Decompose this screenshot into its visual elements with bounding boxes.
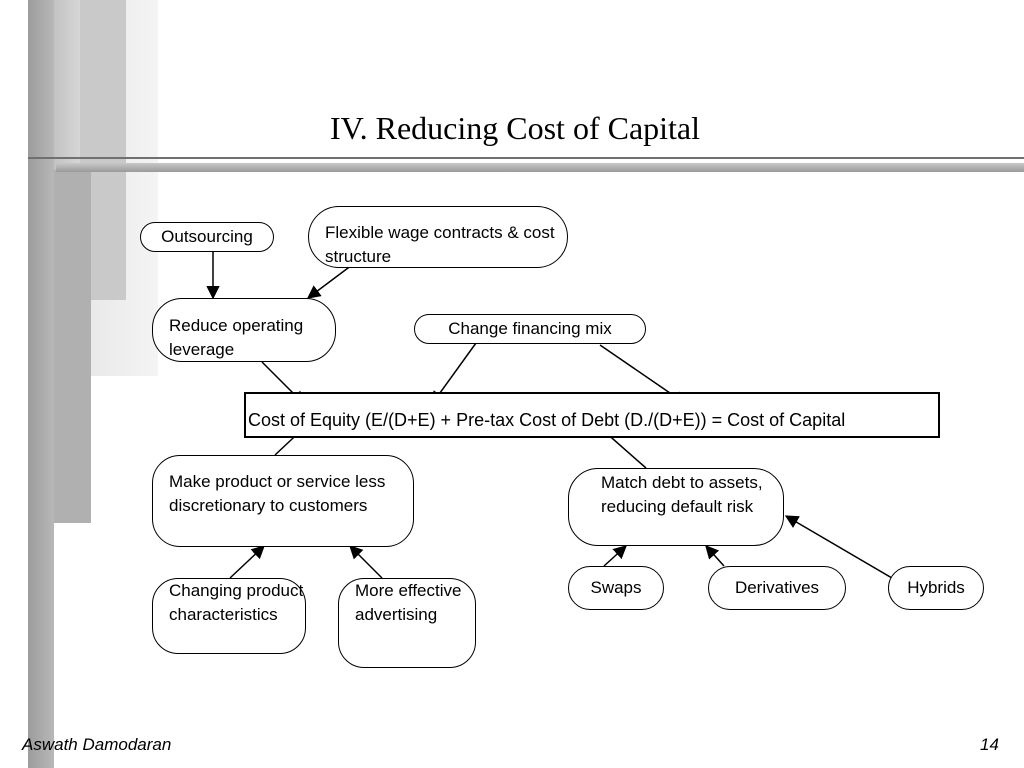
- node-outsourcing: Outsourcing: [140, 222, 274, 252]
- node-derivatives: Derivatives: [708, 566, 846, 610]
- node-change-financing-label: Change financing mix: [448, 319, 612, 338]
- node-reduce-operating-label: Reduce operating leverage: [169, 316, 304, 359]
- node-changing-product-label: Changing product characteristics: [169, 581, 304, 624]
- node-match-debt: Match debt to assets, reducing default r…: [568, 468, 784, 546]
- node-cost-formula: Cost of Equity (E/(D+E) + Pre-tax Cost o…: [244, 392, 940, 438]
- footer-page-number: 14: [980, 735, 999, 754]
- arrow-derivatives-to-match: [705, 544, 725, 567]
- node-hybrids-label: Hybrids: [907, 578, 965, 597]
- node-outsourcing-label: Outsourcing: [161, 227, 253, 246]
- node-derivatives-label: Derivatives: [734, 578, 820, 597]
- arrow-hybrids-to-match: [784, 515, 893, 579]
- node-change-financing: Change financing mix: [414, 314, 646, 344]
- node-flexible-wage-label: Flexible wage contracts & cost structure: [325, 223, 555, 266]
- node-match-debt-label: Match debt to assets, reducing default r…: [601, 473, 763, 516]
- node-cost-formula-label: Cost of Equity (E/(D+E) + Pre-tax Cost o…: [248, 410, 846, 430]
- arrow-swaps-to-match: [603, 545, 627, 567]
- page-title: IV. Reducing Cost of Capital: [329, 110, 701, 146]
- bar-dark: [28, 0, 54, 768]
- node-hybrids: Hybrids: [888, 566, 984, 610]
- arrow-changing-to-make: [229, 545, 265, 579]
- arrow-flexible-to-reduce: [306, 261, 357, 299]
- node-make-product-label: Make product or service less discretiona…: [169, 472, 386, 515]
- node-swaps: Swaps: [568, 566, 664, 610]
- node-reduce-operating: Reduce operating leverage: [152, 298, 336, 362]
- node-more-effective-label: More effective advertising: [355, 581, 462, 624]
- node-changing-product: Changing product characteristics: [152, 578, 306, 654]
- node-flexible-wage: Flexible wage contracts & cost structure: [308, 206, 568, 268]
- arrow-advertising-to-make: [349, 545, 383, 579]
- node-make-product: Make product or service less discretiona…: [152, 455, 414, 547]
- node-swaps-label: Swaps: [590, 578, 642, 597]
- bar-medium-2: [49, 170, 91, 523]
- footer-author: Aswath Damodaran: [22, 735, 172, 754]
- node-more-effective: More effective advertising: [338, 578, 476, 668]
- title-rule-bar: [56, 163, 1024, 172]
- title-rule: [28, 157, 1024, 159]
